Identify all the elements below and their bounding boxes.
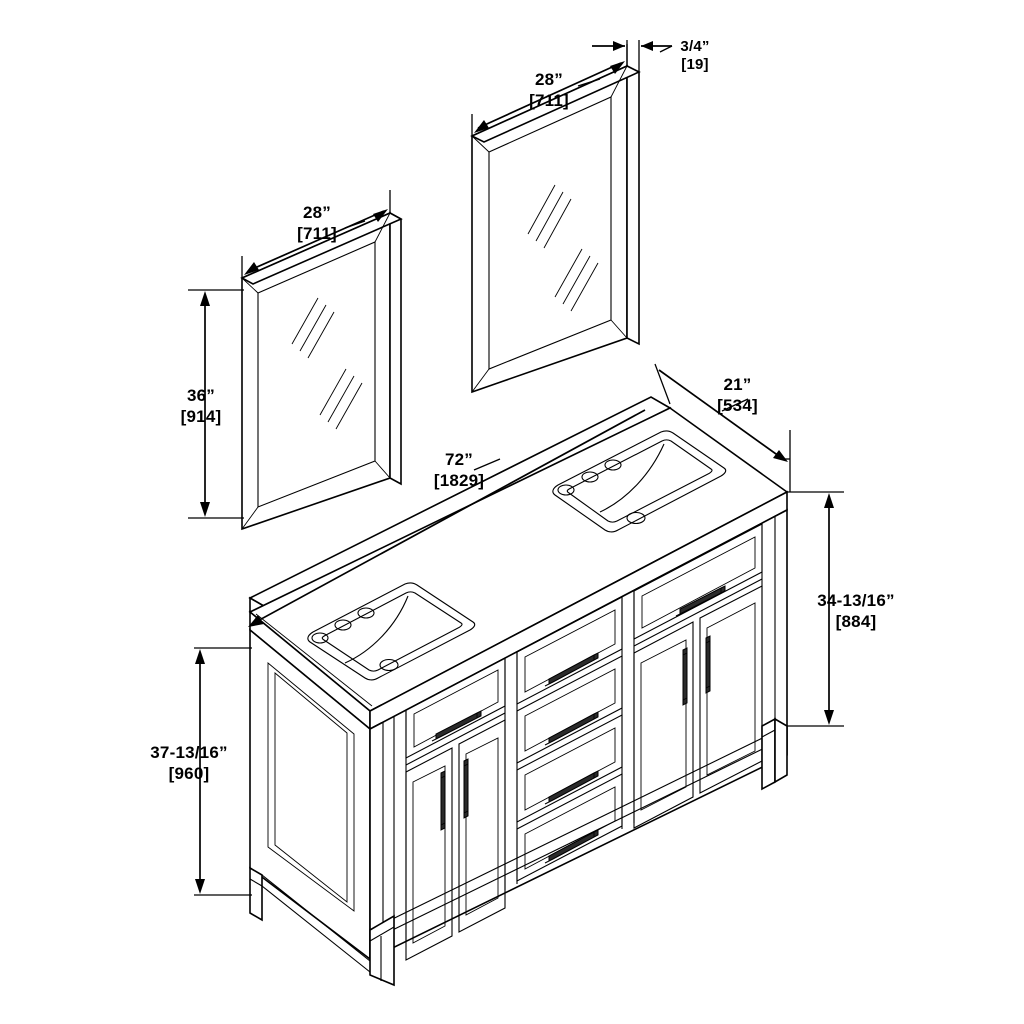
dim-value-imperial: 3/4”	[680, 38, 710, 55]
center-drawer-3-handle[interactable]	[544, 770, 599, 805]
dim-label-right-mirror-width: 28” [711]	[504, 70, 594, 111]
dim-label-overall-height: 37-13/16” [960]	[124, 743, 254, 784]
dim-value-metric: [884]	[835, 611, 877, 631]
dim-label-mirror-height: 36” [914]	[156, 386, 246, 427]
vanity-legs	[249, 717, 788, 987]
right-door-handles[interactable]	[682, 635, 711, 706]
dim-label-mirror-thickness: 3/4” [19]	[660, 38, 730, 75]
dim-value-metric: [534]	[717, 395, 758, 415]
dim-right-mirror-width	[471, 44, 628, 136]
dim-vanity-depth	[654, 363, 788, 462]
dim-value-imperial: 28”	[534, 70, 563, 89]
dim-label-vanity-depth: 21” [534]	[690, 375, 785, 416]
dim-label-counter-height: 34-13/16” [884]	[791, 591, 921, 632]
right-drawer-handle[interactable]	[675, 585, 726, 617]
vanity-cabinet-body	[249, 508, 788, 961]
dim-value-imperial: 37-13/16”	[150, 743, 228, 762]
left-cabinet-bank	[405, 657, 506, 961]
dim-label-left-mirror-width: 28” [711]	[272, 203, 362, 244]
center-drawer-stack	[516, 596, 623, 882]
right-mirror	[470, 64, 641, 394]
dim-vanity-width	[248, 409, 646, 627]
right-sink-basin	[552, 430, 727, 533]
dim-value-metric: [711]	[529, 90, 569, 110]
dim-value-metric: [1829]	[433, 470, 485, 490]
dim-value-metric: [711]	[297, 223, 337, 243]
dim-counter-height	[783, 430, 844, 727]
dim-value-imperial: 34-13/16”	[817, 591, 895, 610]
dim-value-imperial: 21”	[723, 375, 752, 394]
mirror-reflection-lines	[291, 297, 363, 430]
dim-overall-height	[194, 647, 252, 896]
dim-value-metric: [960]	[168, 763, 210, 783]
dim-value-imperial: 72”	[444, 450, 473, 469]
left-door-handles[interactable]	[440, 758, 469, 831]
left-mirror	[240, 211, 403, 531]
mirror-reflection-lines	[527, 184, 599, 312]
center-drawer-2-handle[interactable]	[544, 711, 599, 746]
faucet-holes-left	[311, 607, 375, 644]
dim-mirror-height	[188, 289, 244, 519]
dim-label-vanity-width: 72” [1829]	[404, 450, 514, 491]
center-drawer-1-handle[interactable]	[544, 652, 599, 687]
dim-value-imperial: 36”	[186, 386, 215, 405]
left-drawer-handle[interactable]	[431, 710, 482, 742]
dim-value-imperial: 28”	[302, 203, 331, 222]
faucet-holes-right	[557, 459, 622, 496]
dim-value-metric: [914]	[180, 406, 222, 426]
center-drawer-4-handle[interactable]	[544, 829, 599, 864]
right-cabinet-bank	[633, 523, 763, 829]
dim-left-mirror-width	[241, 190, 391, 278]
left-sink-basin	[307, 582, 476, 681]
dim-value-metric: [19]	[681, 56, 709, 74]
